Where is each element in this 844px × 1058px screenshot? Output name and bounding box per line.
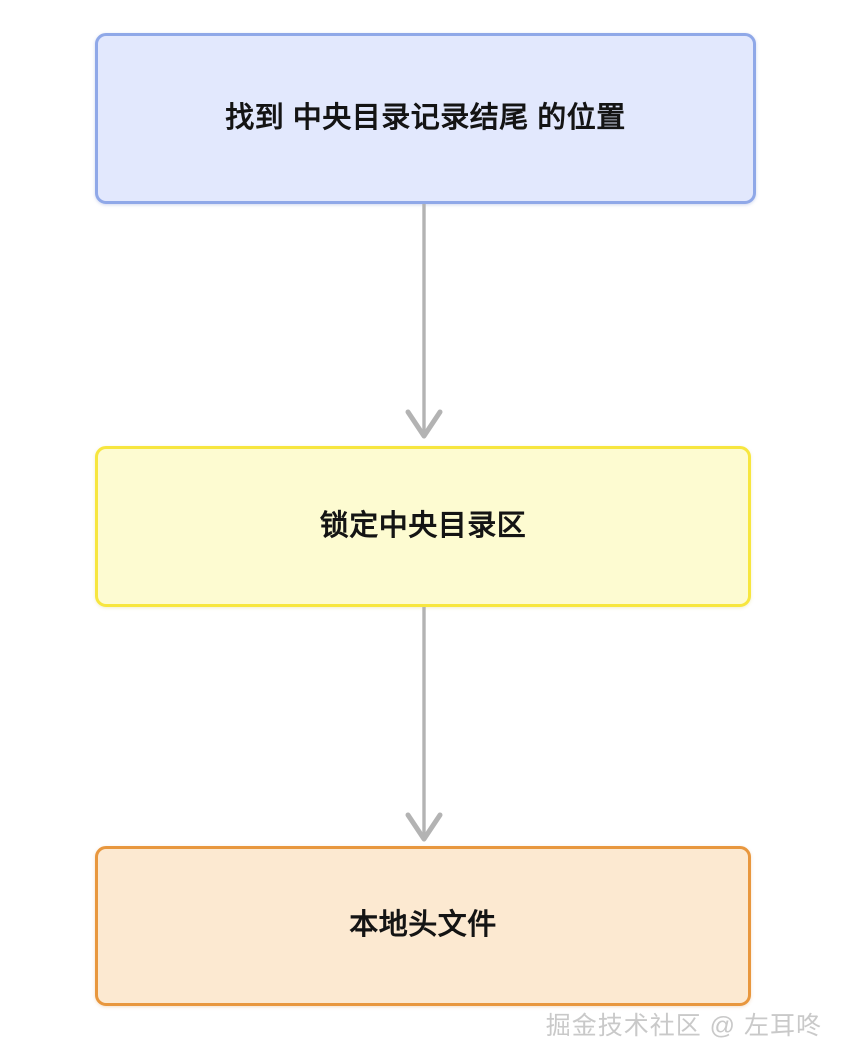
flow-node-local-header-label: 本地头文件 [349,909,497,942]
flow-node-local-header[interactable]: 本地头文件 [95,846,751,1006]
flow-node-central-dir[interactable]: 锁定中央目录区 [95,446,751,607]
flow-edge-central-dir-to-local-header [396,607,452,847]
arrow-down-icon [405,607,443,842]
watermark-text: 掘金技术社区 @ 左耳咚 [545,1012,822,1040]
flow-edge-eocd-to-central-dir [396,204,452,444]
flow-node-central-dir-label: 锁定中央目录区 [319,509,527,542]
flow-node-eocd[interactable]: 找到 中央目录记录结尾 的位置 [95,33,756,204]
arrow-down-icon [405,204,443,439]
flow-node-eocd-label: 找到 中央目录记录结尾 的位置 [225,101,626,134]
